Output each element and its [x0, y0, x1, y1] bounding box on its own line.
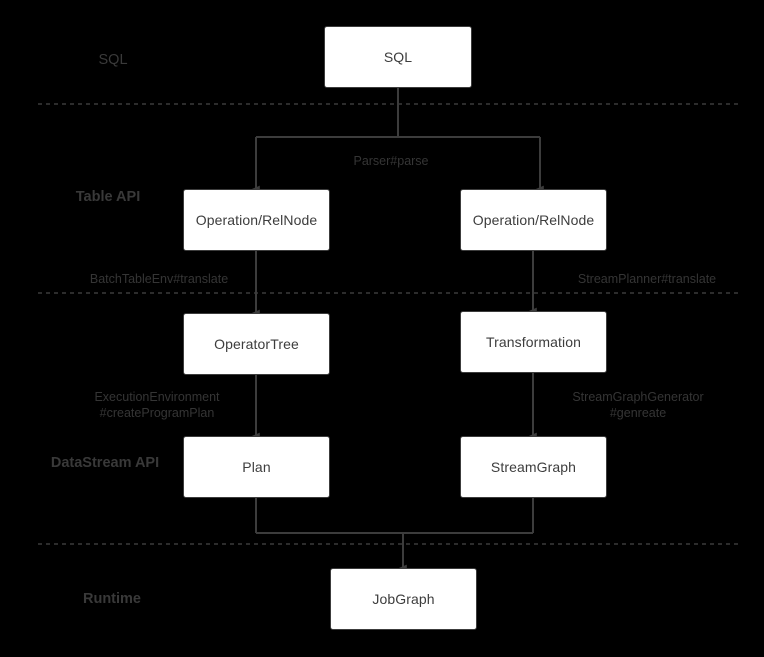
edge-label-batch-translate: BatchTableEnv#translate [89, 272, 229, 286]
edge-label-exec-env-plan: ExecutionEnvironment #createProgramPlan [94, 390, 220, 420]
layer-label-sql: SQL [98, 52, 128, 68]
node-label-plan: Plan [242, 459, 271, 475]
edge-label-parser-parse: Parser#parse [353, 154, 429, 168]
node-label-operator-tree: OperatorTree [214, 336, 299, 352]
layer-label-ds-api: DataStream API [50, 455, 160, 471]
node-transformation[interactable]: Transformation [460, 311, 607, 373]
node-job-graph[interactable]: JobGraph [330, 568, 477, 630]
node-stream-graph[interactable]: StreamGraph [460, 436, 607, 498]
layer-label-runtime: Runtime [83, 591, 141, 607]
layer-label-table-api: Table API [75, 189, 141, 205]
node-label-operation-left: Operation/RelNode [195, 212, 318, 228]
node-sql[interactable]: SQL [324, 26, 472, 88]
node-label-sql: SQL [383, 49, 413, 65]
edge-label-stream-translate: StreamPlanner#translate [577, 272, 717, 286]
node-label-stream-graph: StreamGraph [490, 459, 577, 475]
node-label-transformation: Transformation [485, 334, 582, 350]
node-operation-left[interactable]: Operation/RelNode [183, 189, 330, 251]
edge-label-stream-graph-gen: StreamGraphGenerator #genreate [572, 390, 704, 420]
node-label-operation-right: Operation/RelNode [472, 212, 595, 228]
node-operator-tree[interactable]: OperatorTree [183, 313, 330, 375]
layer-dividers [38, 103, 740, 545]
node-operation-right[interactable]: Operation/RelNode [460, 189, 607, 251]
node-label-job-graph: JobGraph [372, 591, 435, 607]
node-plan[interactable]: Plan [183, 436, 330, 498]
